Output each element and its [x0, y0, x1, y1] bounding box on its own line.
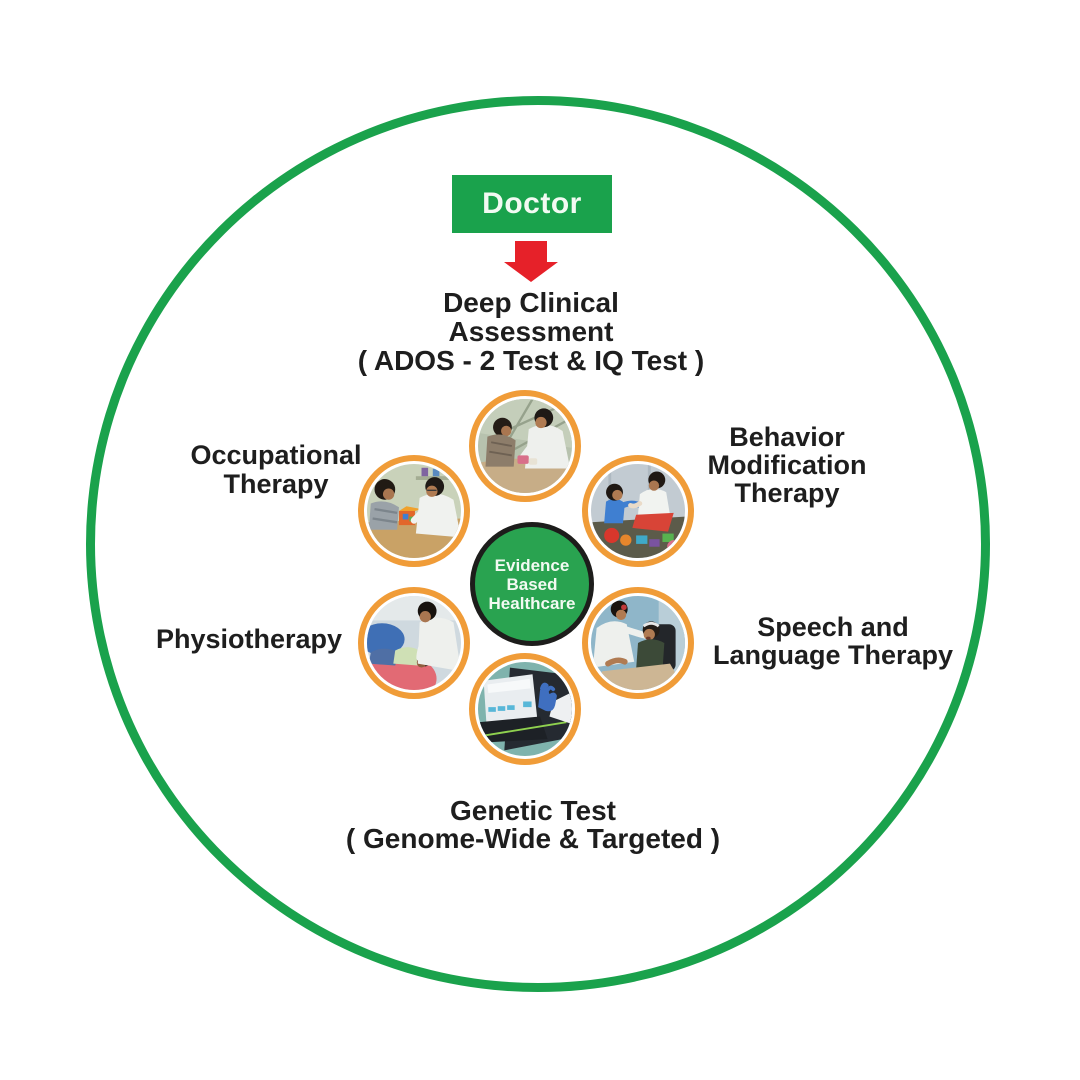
assessment-label: Deep Clinical Assessment ( ADOS - 2 Test…: [357, 287, 705, 376]
speech-photo: [582, 587, 694, 699]
speech-language-label: Speech and Language Therapy: [712, 612, 954, 670]
assessment-photo-image: [478, 399, 572, 493]
occupational-photo: [358, 455, 470, 567]
behavior-photo: [582, 455, 694, 567]
genetic-photo-image: [478, 662, 572, 756]
physiotherapy-label: Physiotherapy: [155, 624, 343, 654]
physiotherapy-photo: [358, 587, 470, 699]
speech-photo-image: [591, 596, 685, 690]
assessment-photo: [469, 390, 581, 502]
occupational-photo-image: [367, 464, 461, 558]
behavior-photo-image: [591, 464, 685, 558]
evidence-based-healthcare-circle: Evidence Based Healthcare: [470, 522, 594, 646]
occupational-therapy-label: Occupational Therapy: [190, 440, 362, 499]
physiotherapy-photo-image: [367, 596, 461, 690]
genetic-photo: [469, 653, 581, 765]
outer-boundary-circle: [86, 96, 990, 992]
doctor-box: Doctor: [452, 175, 612, 233]
doctor-label: Doctor: [482, 187, 582, 220]
behavior-modification-label: Behavior Modification Therapy: [707, 422, 867, 508]
genetic-test-label: Genetic Test ( Genome-Wide & Targeted ): [345, 795, 721, 854]
down-arrow-icon: [504, 241, 558, 282]
